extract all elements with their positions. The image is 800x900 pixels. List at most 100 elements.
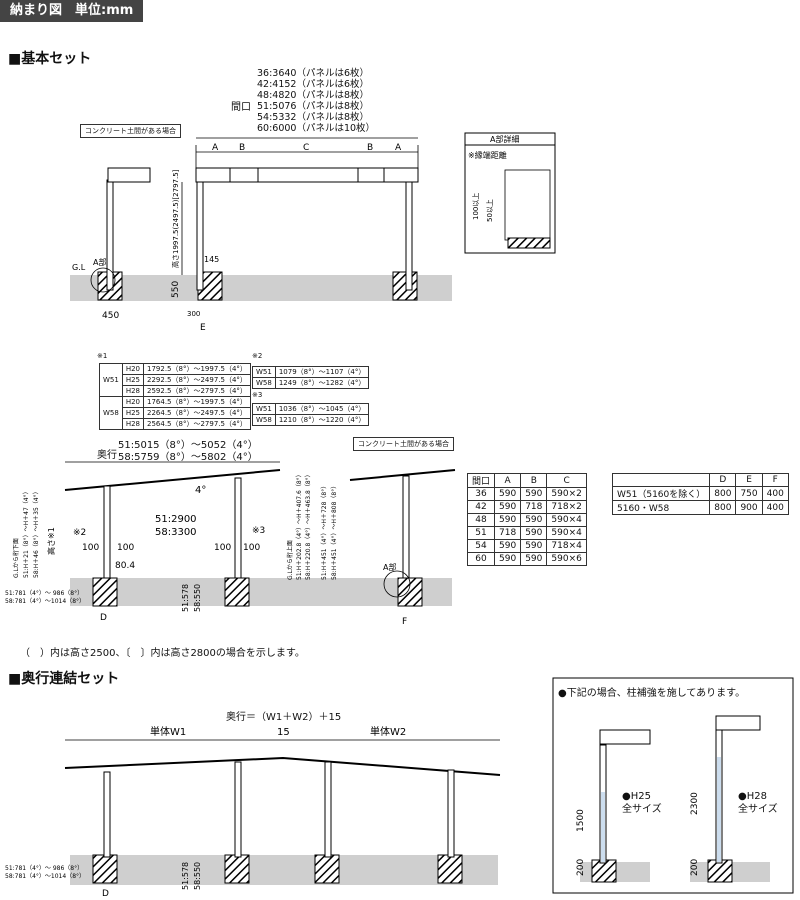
cell: 800: [709, 486, 737, 501]
span-58: 58:3300: [155, 527, 197, 538]
cell: W51: [252, 366, 276, 378]
cell: H20: [121, 396, 145, 408]
dim-e: E: [200, 323, 206, 333]
right2-51: 51:H＋451（4°）～H＋728（8°）: [321, 483, 328, 580]
right-gl: G.Lから桁上面: [286, 540, 294, 580]
ground-side: [70, 578, 452, 606]
detail-box: [464, 132, 556, 254]
cell: 60: [466, 552, 496, 566]
depth-w1: 単体W1: [150, 725, 186, 738]
cell: 400: [761, 500, 789, 515]
page-title: 納まり図 単位:mm: [0, 0, 144, 22]
angle: 4°: [195, 485, 206, 496]
post-51: 51:578: [181, 584, 190, 612]
gl-label: G.L: [72, 263, 86, 272]
n80-4: 80.4: [115, 561, 135, 571]
left-51: 51:H＋21（8°）～H＋47（4°）: [23, 488, 30, 578]
n2300: 2300: [690, 792, 700, 815]
th: A: [494, 473, 522, 488]
post: [196, 179, 204, 291]
depth-label: 奥行: [97, 450, 117, 461]
cell: 590: [494, 500, 522, 514]
post: [405, 179, 413, 291]
model-cell: W58: [99, 396, 123, 430]
depth-post-51: 51:578: [181, 862, 190, 890]
mark2: ※2: [252, 352, 263, 360]
cell: 590: [494, 513, 522, 527]
cell: W51（5160を除く）: [611, 486, 711, 501]
a-part-label: A部: [93, 257, 106, 267]
height-mark: 高さ※1: [46, 527, 56, 555]
dim-f-side: F: [402, 617, 407, 627]
dim-a2: A: [395, 143, 402, 153]
cell: 718: [520, 500, 548, 514]
a-part-side: A部: [383, 562, 396, 572]
depth-d: D: [102, 889, 109, 899]
cell: 5160・W58: [611, 500, 711, 515]
reinforce-note: ●下記の場合、柱補強を施してあります。: [558, 688, 746, 699]
cell: 590: [494, 552, 522, 566]
th: 間口: [466, 473, 496, 488]
cell: 54: [466, 539, 496, 553]
depth-set-title: ■奥行連結セット: [8, 671, 120, 687]
n100d: 100: [243, 543, 260, 553]
post: [106, 179, 114, 291]
footing-right: [392, 271, 418, 301]
cell: 800: [709, 500, 737, 515]
basic-set-title: ■基本セット: [8, 51, 92, 67]
detail-above50: 50以上: [485, 199, 494, 222]
th: C: [546, 473, 587, 488]
cell: 1036（8°）～1045（4°）: [274, 403, 370, 415]
h25-sub: 全サイズ: [622, 804, 662, 815]
dim-a: A: [212, 143, 219, 153]
n100b: 100: [117, 543, 134, 553]
bottom-58: 58:781（4°）～1014（8°）: [5, 598, 85, 605]
detail-edge: ※縁端距離: [468, 150, 507, 160]
n200b: 200: [690, 859, 700, 876]
h28-label: ●H28 全サイズ: [738, 790, 778, 816]
n200a: 200: [576, 859, 586, 876]
cell: 590: [520, 487, 548, 501]
detail-title: A部詳細: [490, 134, 519, 144]
cell: 400: [761, 486, 789, 501]
reinforce-box: [552, 677, 794, 894]
right-58: 58:H＋220.8（4°）～H＋463.8（8°）: [305, 471, 312, 580]
n100c: 100: [214, 543, 231, 553]
cell: 51: [466, 526, 496, 540]
mark3: ※3: [252, 391, 263, 399]
frontage-label: 間口: [231, 102, 251, 113]
cell: 1079（8°）～1107（4°）: [274, 366, 370, 378]
frontage-item: 60:6000（パネルは10枚）: [257, 123, 376, 134]
cell: 590: [520, 526, 548, 540]
frontage-item: 42:4152（パネルは6枚）: [257, 79, 370, 90]
cell: 1764.5（8°）～1997.5（4°）: [143, 396, 251, 408]
mark3: ※3: [252, 526, 265, 536]
cell: H25: [121, 407, 145, 419]
right2-58: 58:H＋451（4°）～H＋808（8°）: [331, 483, 338, 580]
depth-58: 58:5759（8°）～5802（4°）: [118, 452, 258, 463]
footnote: （ ）内は高さ2500、〔 〕内は高さ2800の場合を示します。: [20, 648, 305, 659]
cell: 590×4: [546, 526, 587, 540]
th: [611, 473, 711, 487]
frontage-item: 54:5332（パネルは8枚）: [257, 112, 370, 123]
cell: 718×4: [546, 539, 587, 553]
mark2: ※2: [73, 528, 86, 538]
cell: 2564.5（8°）～2797.5（4°）: [143, 418, 251, 430]
depth-values: 51:5015（8°）～5052（4°） 58:5759（8°）～5802（4°…: [118, 440, 258, 464]
frontage-item: 48:4820（パネルは8枚）: [257, 90, 370, 101]
cell: H25: [121, 374, 145, 386]
ground-front: [70, 275, 452, 301]
cell: 590: [494, 539, 522, 553]
frontage-item: 36:3640（パネルは6枚）: [257, 68, 370, 79]
depth-w2: 単体W2: [370, 725, 406, 738]
right-51: 51:H＋202.8（4°）～H＋407.6（8°）: [296, 471, 303, 580]
cell: 718×2: [546, 500, 587, 514]
cell: H28: [121, 385, 145, 397]
cell: 590: [520, 513, 548, 527]
detail-above100: 100以上: [471, 193, 480, 220]
